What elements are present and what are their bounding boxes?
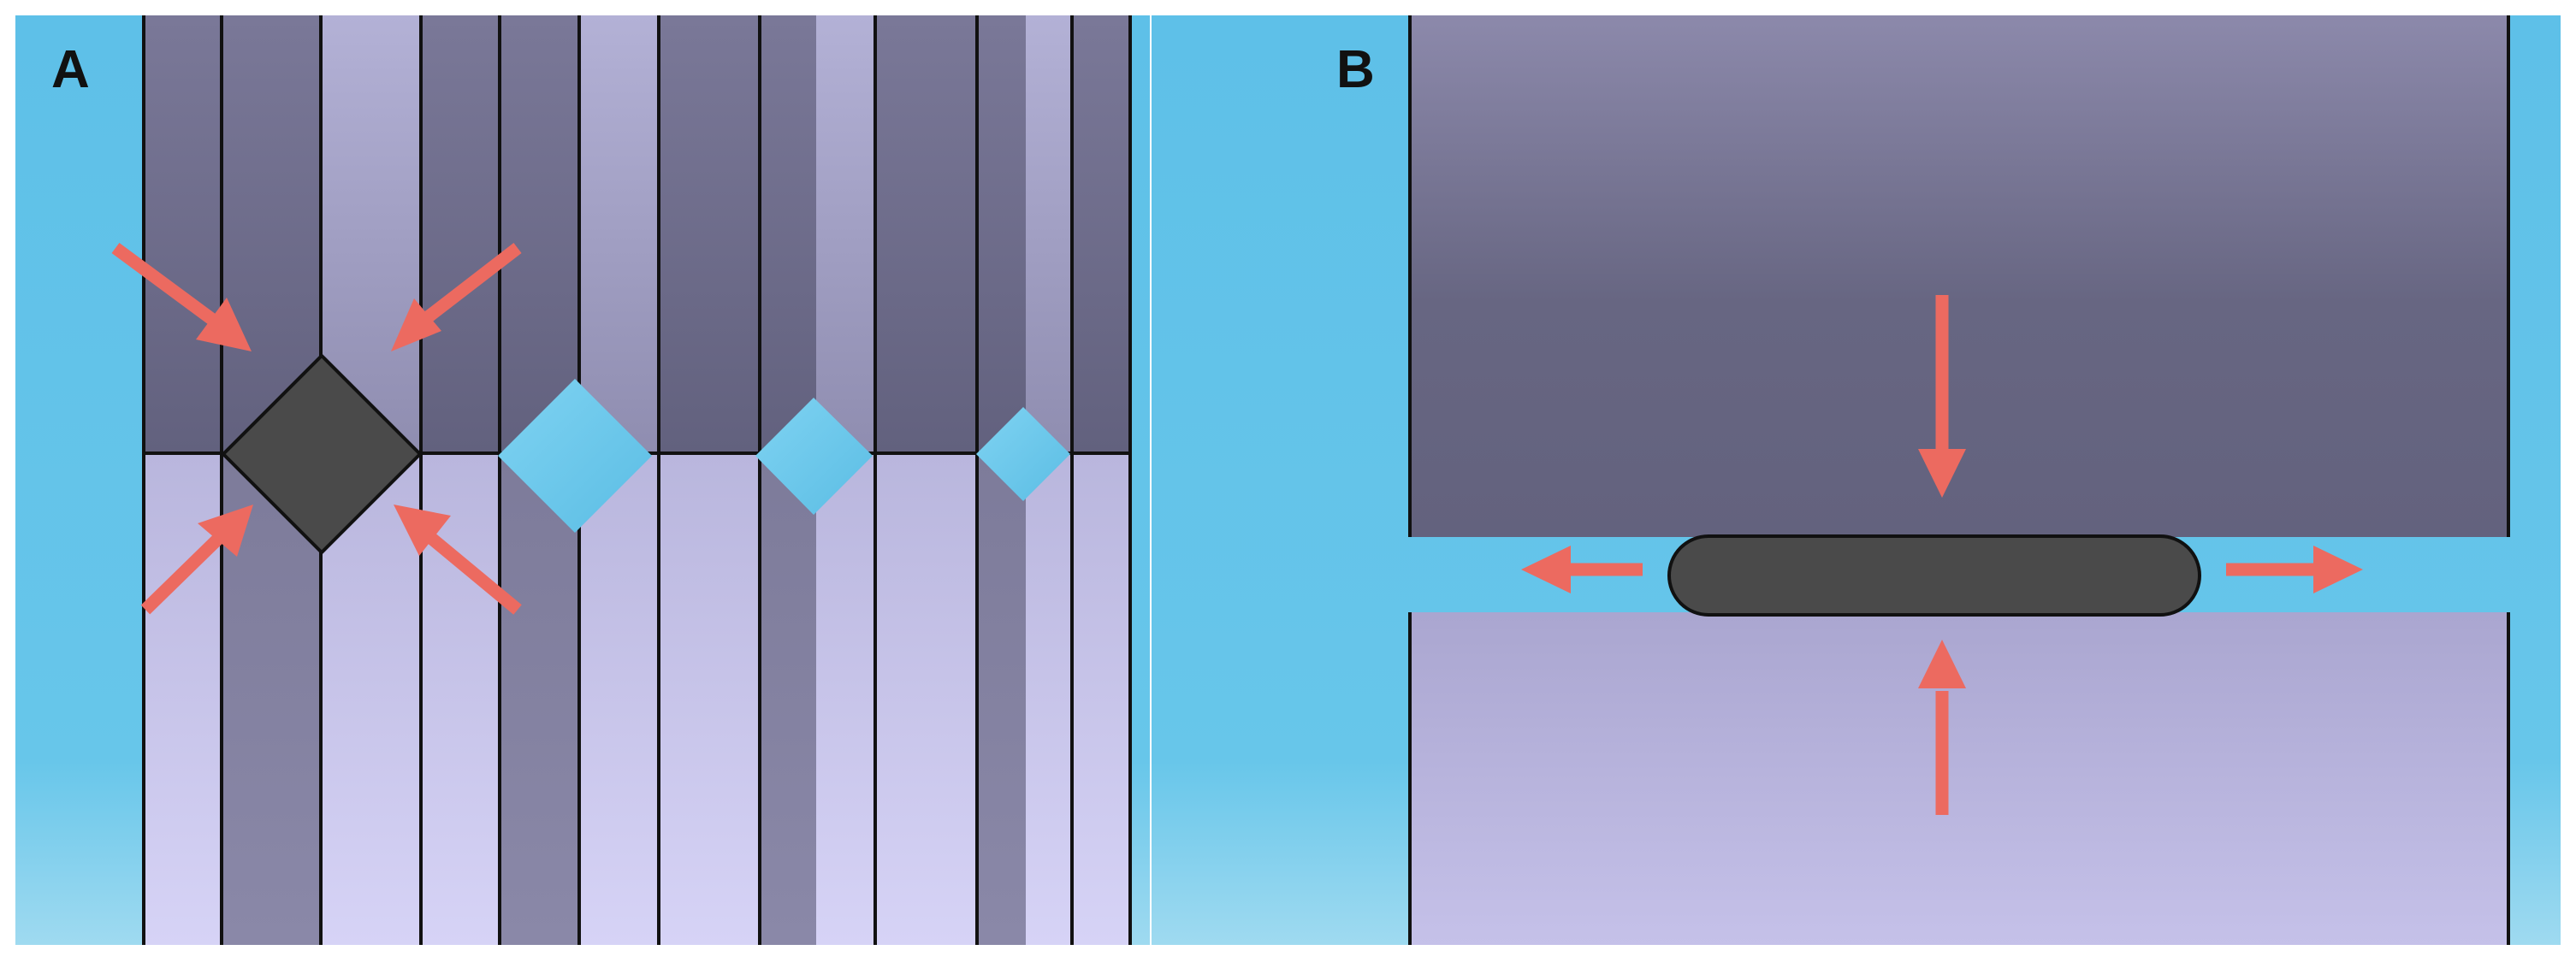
force-arrow-icon xyxy=(2226,546,2363,593)
force-arrow-icon xyxy=(1521,546,1643,593)
panel-a-fluid-gaps xyxy=(498,379,1070,533)
debris-gap-icon xyxy=(755,398,873,515)
force-arrow-icon xyxy=(1918,295,1966,498)
panel-a-upper-block xyxy=(144,15,1130,453)
force-arrow-icon xyxy=(111,242,252,351)
force-arrow-icon xyxy=(140,505,253,615)
debris-gap-icon xyxy=(976,407,1070,501)
panel-b: B xyxy=(1152,15,2561,945)
debris-gap-icon xyxy=(498,379,652,533)
panel-a-force-arrows xyxy=(111,242,522,615)
force-arrow-icon xyxy=(391,243,522,351)
force-arrow-icon xyxy=(1918,640,1966,815)
panel-a: A xyxy=(15,15,1150,945)
panel-b-lower-block xyxy=(1410,612,2508,945)
abrasive-particle-icon xyxy=(221,353,423,555)
panel-a-lower-block xyxy=(144,455,1130,945)
panel-a-label: A xyxy=(51,40,90,99)
force-arrow-icon xyxy=(394,505,522,615)
abrasive-particle-icon xyxy=(1667,534,2201,617)
panel-b-block-edges xyxy=(1408,15,2510,945)
panel-b-label: B xyxy=(1336,40,1375,99)
panel-b-force-arrows xyxy=(1521,295,2363,815)
